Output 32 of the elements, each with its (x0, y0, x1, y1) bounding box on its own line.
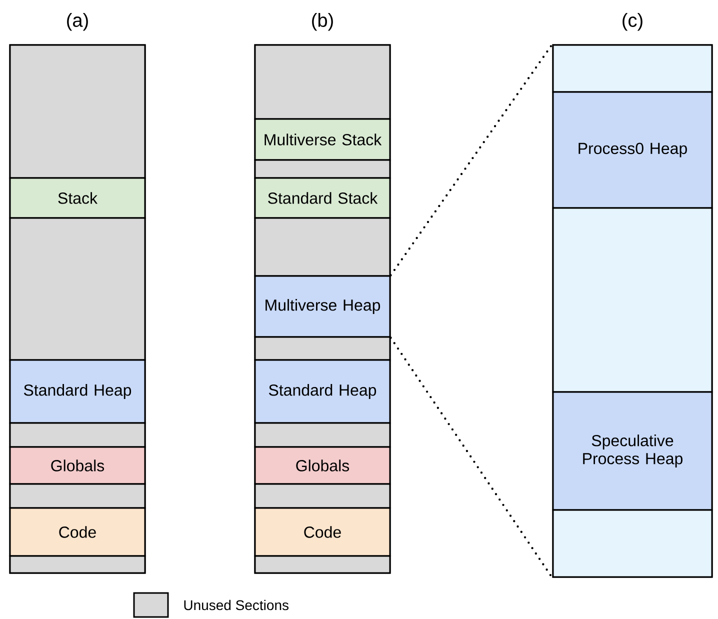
empty-section (552, 44, 713, 93)
memory-section: Multiverse Stack (254, 118, 391, 161)
zoom-line (390, 43, 554, 276)
memory-section: Standard Stack (254, 177, 391, 219)
unused-section (254, 555, 391, 574)
empty-section (552, 509, 713, 578)
memory-section: Standard Heap (9, 359, 146, 424)
zoom-line (390, 336, 554, 579)
memory-section: Standard Heap (254, 359, 391, 424)
node-label: (a) (67, 13, 88, 31)
unused-section (254, 44, 391, 120)
memory-section: Process0 Heap (552, 91, 713, 209)
unused-section (254, 217, 391, 277)
memory-section: Code (254, 507, 391, 557)
unused-section (9, 44, 146, 179)
memory-section: Globals (254, 446, 391, 485)
legend-text: Unused Sections (184, 600, 288, 610)
unused-section (254, 422, 391, 448)
memory-section: Stack (9, 177, 146, 219)
memory-section: Multiverse Heap (254, 275, 391, 338)
node-label: (c) (622, 13, 642, 31)
unused-section (254, 483, 391, 509)
memory-section: Speculative Process Heap (552, 391, 713, 511)
unused-section (254, 159, 391, 179)
unused-section (9, 555, 146, 574)
unused-section (9, 483, 146, 509)
unused-section (9, 217, 146, 361)
node-label: (b) (312, 13, 333, 31)
memory-section: Code (9, 507, 146, 557)
unused-section (254, 336, 391, 361)
memory-section: Globals (9, 446, 146, 485)
unused-section (9, 422, 146, 448)
